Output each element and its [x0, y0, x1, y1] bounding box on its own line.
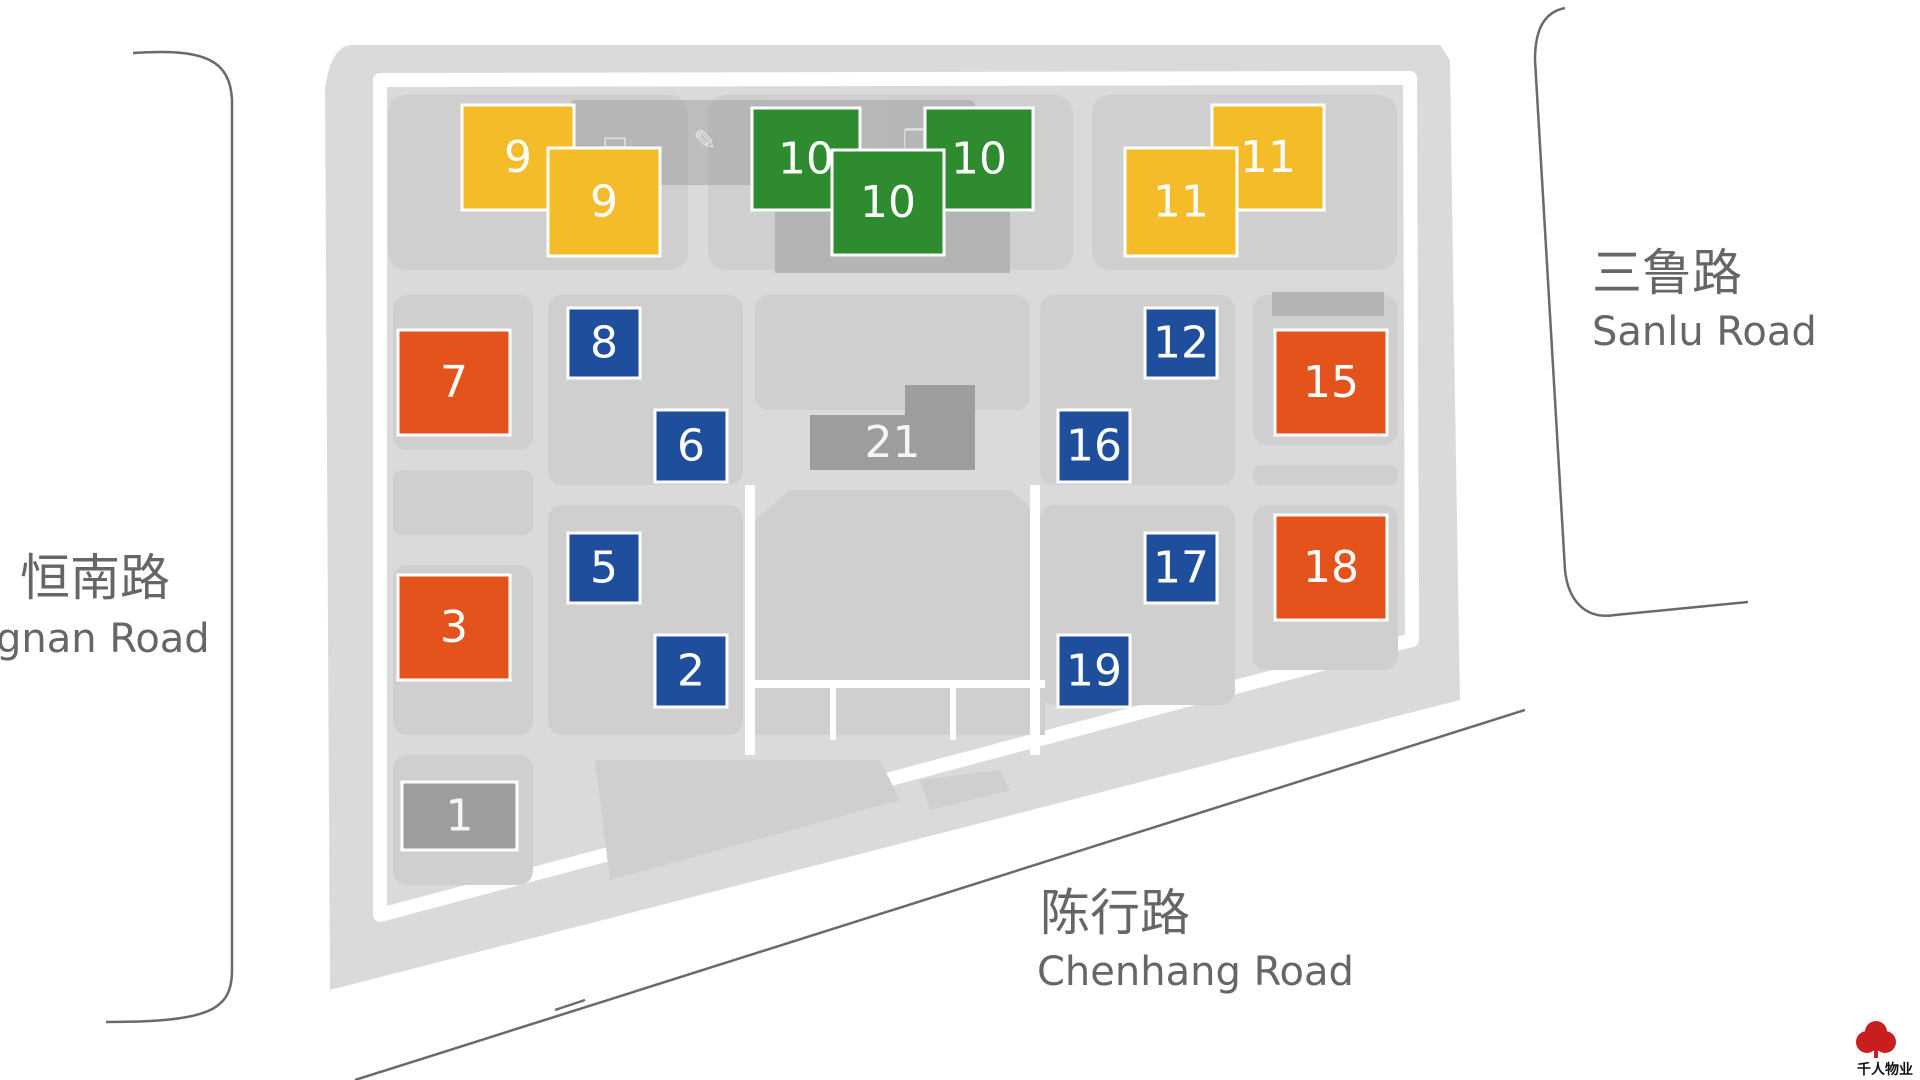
building-21: 21: [810, 385, 975, 470]
building-12-label: 12: [1153, 318, 1209, 369]
building-5-label: 5: [590, 543, 618, 594]
building-9-label: 9: [590, 177, 618, 228]
east-road-curve: [1533, 6, 1749, 618]
building-11: 11: [1123, 146, 1239, 258]
building-17: 17: [1143, 531, 1219, 605]
building-10-shape: [830, 148, 946, 257]
watermark: 千人物业: [1856, 1021, 1913, 1078]
south-road-small: [554, 998, 586, 1012]
building-9: 9: [546, 146, 662, 258]
south-road-en-label: Chenhang Road: [1037, 949, 1354, 995]
building-10-label: 10: [860, 177, 916, 228]
building-11-label: 11: [1240, 132, 1296, 183]
building-10: 10: [830, 148, 946, 257]
building-2-shape: [653, 633, 729, 709]
south-road-cn-label: 陈行路: [1040, 884, 1190, 942]
building-3: 3: [396, 573, 512, 682]
building-9-label: 9: [504, 132, 532, 183]
building-8-shape: [566, 306, 642, 380]
building-11-label: 11: [1153, 177, 1209, 228]
building-15: 15: [1273, 328, 1389, 437]
building-9-shape: [546, 146, 662, 258]
building-18-shape: [1273, 513, 1389, 622]
building-5: 5: [566, 531, 642, 605]
building-10-label: 10: [778, 134, 834, 185]
building-3-label: 3: [440, 602, 468, 653]
east-road-cn-label: 三鲁路: [1592, 244, 1742, 302]
tree-logo-icon: [1856, 1021, 1896, 1058]
east-road-en-label: Sanlu Road: [1592, 309, 1817, 355]
building-8-label: 8: [590, 318, 618, 369]
buildings-layer: 9 9 10 10 10 11 11 7 8 6 21 16 12 15 5 17 18 3 2 19 1: [396, 103, 1389, 852]
ring-road: [373, 71, 1419, 922]
building-16: 16: [1056, 408, 1132, 484]
building-21-label: 21: [865, 417, 921, 468]
building-10-label: 10: [951, 134, 1007, 185]
building-19-shape: [1056, 633, 1132, 709]
building-1: 1: [400, 780, 519, 852]
building-18-label: 18: [1303, 542, 1359, 593]
building-21-shape: [810, 415, 975, 470]
building-19-label: 19: [1066, 646, 1122, 697]
west-road-en-label: gnan Road: [0, 616, 210, 662]
building-3-shape: [396, 573, 512, 682]
inner-streets: [745, 485, 1045, 755]
building-18: 18: [1273, 513, 1389, 622]
building-12-shape: [1143, 306, 1219, 380]
building-12: 12: [1143, 306, 1219, 380]
building-7-label: 7: [440, 357, 468, 408]
building-17-shape: [1143, 531, 1219, 605]
watermark-text: 千人物业: [1857, 1061, 1913, 1078]
building-16-shape: [1056, 408, 1132, 484]
building-5-shape: [566, 531, 642, 605]
south-road-line: [354, 708, 1526, 1080]
building-1-label: 1: [446, 791, 474, 842]
west-road-cn-label: 恒南路: [20, 549, 170, 607]
building-7-shape: [396, 328, 512, 437]
building-6: 6: [653, 408, 729, 484]
building-7: 7: [396, 328, 512, 437]
building-1-shape: [400, 780, 519, 852]
building-6-label: 6: [677, 421, 705, 472]
pencil-icon: ✎: [693, 124, 716, 157]
building-8: 8: [566, 306, 642, 380]
building-15-label: 15: [1303, 357, 1359, 408]
building-15-shape: [1273, 328, 1389, 437]
building-19: 19: [1056, 633, 1132, 709]
building-2-label: 2: [677, 646, 705, 697]
building-6-shape: [653, 408, 729, 484]
building-21-annex: [905, 385, 975, 420]
building-2: 2: [653, 633, 729, 709]
west-road-curve: [105, 50, 234, 1024]
building-17-label: 17: [1153, 543, 1209, 594]
building-11-shape: [1123, 146, 1239, 258]
building-16-label: 16: [1066, 421, 1122, 472]
